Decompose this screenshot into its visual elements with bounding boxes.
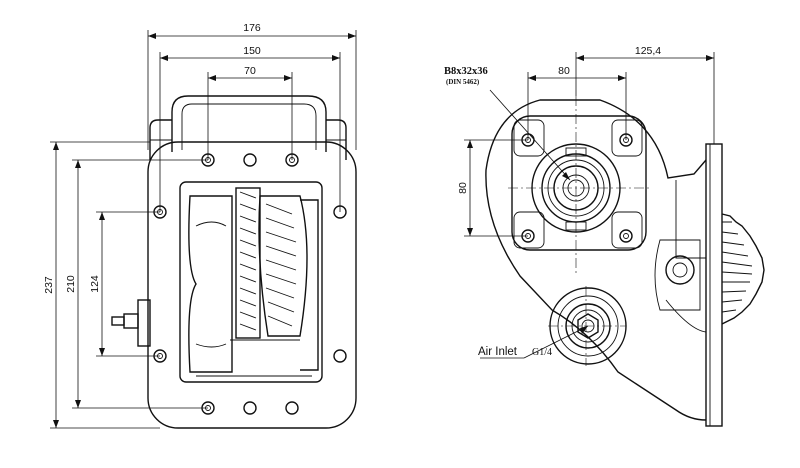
side-dims-top [527,52,715,144]
drive-gear [721,213,765,325]
flange-bolt-holes [153,153,347,415]
dim-bolt-spacing-top: 70 [244,65,256,77]
dim-overall-height: 237 [43,276,55,294]
dim-bolt-spacing-side: 124 [89,275,101,293]
shaft-spec-leader [489,89,571,181]
dim-flange-width: 150 [243,45,261,57]
rear-flange-plate [705,143,723,427]
dim-flange-height: 210 [65,275,77,293]
housing-top-bump [171,95,327,152]
side-view: 80 125,4 80 B8x32x36 (DIN 5462) Air Inle… [444,45,765,427]
front-view: 176 150 70 237 210 124 [43,22,357,429]
air-inlet-fitting [549,287,627,365]
dim-bolt-spacing-h: 80 [558,65,570,77]
dim-shaft-offset: 125,4 [635,45,661,57]
front-dims-vertical [50,141,208,429]
dim-overall-width: 176 [243,22,261,34]
inspection-window [179,181,323,383]
shaft-spec-label: B8x32x36 [444,66,488,77]
shaft-standard-label: (DIN 5462) [446,78,480,86]
internal-gears [188,187,319,377]
pump-mount-face [511,115,647,251]
air-inlet-label: Air Inlet [478,346,518,358]
side-housing [485,99,707,421]
air-inlet-leader [523,325,589,359]
air-inlet-thread: G1/4 [532,347,552,358]
side-boss [665,255,695,285]
dim-bolt-spacing-v: 80 [457,182,469,194]
air-fitting-front [111,299,151,347]
front-dims-horizontal [147,30,357,212]
mounting-flange [147,141,357,429]
side-dims-vertical [464,139,528,237]
